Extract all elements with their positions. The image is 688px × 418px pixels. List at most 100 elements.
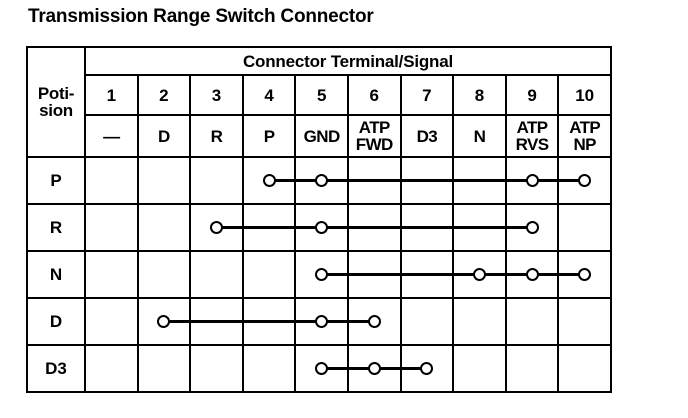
continuity-node	[315, 174, 329, 187]
continuity-wire-segment	[428, 226, 480, 229]
continuity-node	[472, 268, 486, 281]
continuity-wire-segment	[376, 273, 427, 276]
terminal-number-10: 10	[557, 74, 612, 116]
signal-line1: ATP	[358, 118, 391, 137]
table-row: R	[26, 203, 612, 252]
cell-P-terminal-3	[189, 156, 244, 205]
continuity-node	[420, 362, 434, 375]
position-label-P: P	[26, 156, 86, 205]
continuity-wire-segment	[534, 273, 585, 276]
signal-line2: FWD	[355, 135, 394, 154]
cell-D-terminal-8	[452, 297, 507, 346]
cell-D-terminal-5	[271, 297, 373, 346]
terminal-number-1: 1	[84, 74, 139, 116]
continuity-node	[315, 315, 329, 328]
continuity-node	[578, 174, 592, 187]
signal-name-terminal-1: —	[84, 114, 139, 158]
continuity-wire-segment	[534, 179, 585, 182]
continuity-wire-segment	[428, 179, 480, 182]
position-header-line2: sion	[39, 101, 73, 120]
terminal-number-4: 4	[241, 74, 297, 116]
cell-D-terminal-1	[84, 297, 139, 346]
cell-D-terminal-7	[399, 297, 455, 346]
table-row: N	[26, 250, 612, 299]
signal-name-terminal-8: N	[452, 114, 507, 158]
continuity-wire-segment	[218, 320, 270, 323]
continuity-wire-segment	[481, 179, 533, 182]
signal-name-terminal-3: R	[189, 114, 244, 158]
position-label-D: D	[26, 297, 86, 346]
cell-D3-terminal-9	[504, 344, 560, 393]
signal-line1: D	[158, 126, 170, 146]
position-header-line1: Poti-	[37, 84, 75, 103]
terminal-number-9: 9	[504, 74, 560, 116]
continuity-wire-segment	[481, 273, 533, 276]
terminal-number-8: 8	[452, 74, 507, 116]
cell-N-terminal-9	[481, 250, 583, 299]
signal-line1: ATP	[569, 118, 601, 137]
cell-R-terminal-4	[218, 203, 320, 252]
continuity-wire-segment	[428, 273, 480, 276]
continuity-node	[262, 174, 276, 187]
cell-R-terminal-8	[428, 203, 531, 252]
terminal-number-6: 6	[346, 74, 402, 116]
signal-name-terminal-4: P	[241, 114, 297, 158]
continuity-wire-segment	[481, 226, 533, 229]
continuity-wire-segment	[271, 226, 322, 229]
signal-line1: —	[103, 126, 120, 146]
continuity-wire-segment	[271, 179, 322, 182]
terminal-number-3: 3	[189, 74, 244, 116]
cell-D-terminal-9	[504, 297, 560, 346]
cell-R-terminal-10	[557, 203, 612, 252]
continuity-wire-segment	[165, 320, 217, 323]
table-row: D3	[26, 344, 612, 393]
continuity-wire-segment	[271, 320, 322, 323]
cell-D3-terminal-2	[136, 344, 192, 393]
table-row: D	[26, 297, 612, 346]
continuity-node	[157, 315, 171, 328]
continuity-node	[315, 362, 329, 375]
position-header: Poti-sion	[26, 46, 86, 158]
signal-line1: D3	[416, 126, 438, 146]
continuity-node	[367, 315, 381, 328]
cell-N-terminal-1	[84, 250, 139, 299]
cell-P-terminal-10	[534, 156, 612, 205]
continuity-wire-segment	[323, 179, 375, 182]
terminal-number-7: 7	[399, 74, 455, 116]
position-label-R: R	[26, 203, 86, 252]
connector-terminal-signal-header: Connector Terminal/Signal	[84, 46, 612, 76]
signal-line1: P	[263, 126, 275, 146]
continuity-wire-segment	[323, 320, 375, 323]
cell-D3-terminal-10	[557, 344, 612, 393]
terminal-number-5: 5	[294, 74, 349, 116]
position-label-D3: D3	[26, 344, 86, 393]
table-row: P	[26, 156, 612, 205]
cell-R-terminal-2	[136, 203, 192, 252]
continuity-node	[525, 268, 539, 281]
continuity-node	[525, 221, 539, 234]
cell-N-terminal-4	[241, 250, 297, 299]
signal-line2: RVS	[515, 135, 549, 154]
continuity-wire-segment	[323, 367, 375, 370]
signal-line1: GND	[303, 126, 341, 146]
cell-P-terminal-2	[136, 156, 192, 205]
cell-R-terminal-7	[376, 203, 478, 252]
cell-R-terminal-1	[84, 203, 139, 252]
cell-D3-terminal-4	[241, 344, 297, 393]
cell-D3-terminal-3	[189, 344, 244, 393]
continuity-wire-segment	[376, 367, 427, 370]
continuity-node	[209, 221, 223, 234]
signal-line2: NP	[573, 135, 596, 154]
cell-N-terminal-8	[428, 250, 531, 299]
signal-line1: N	[473, 126, 486, 146]
continuity-wire-segment	[218, 226, 270, 229]
cell-R-terminal-9	[481, 203, 560, 252]
cell-D3-terminal-8	[452, 344, 507, 393]
